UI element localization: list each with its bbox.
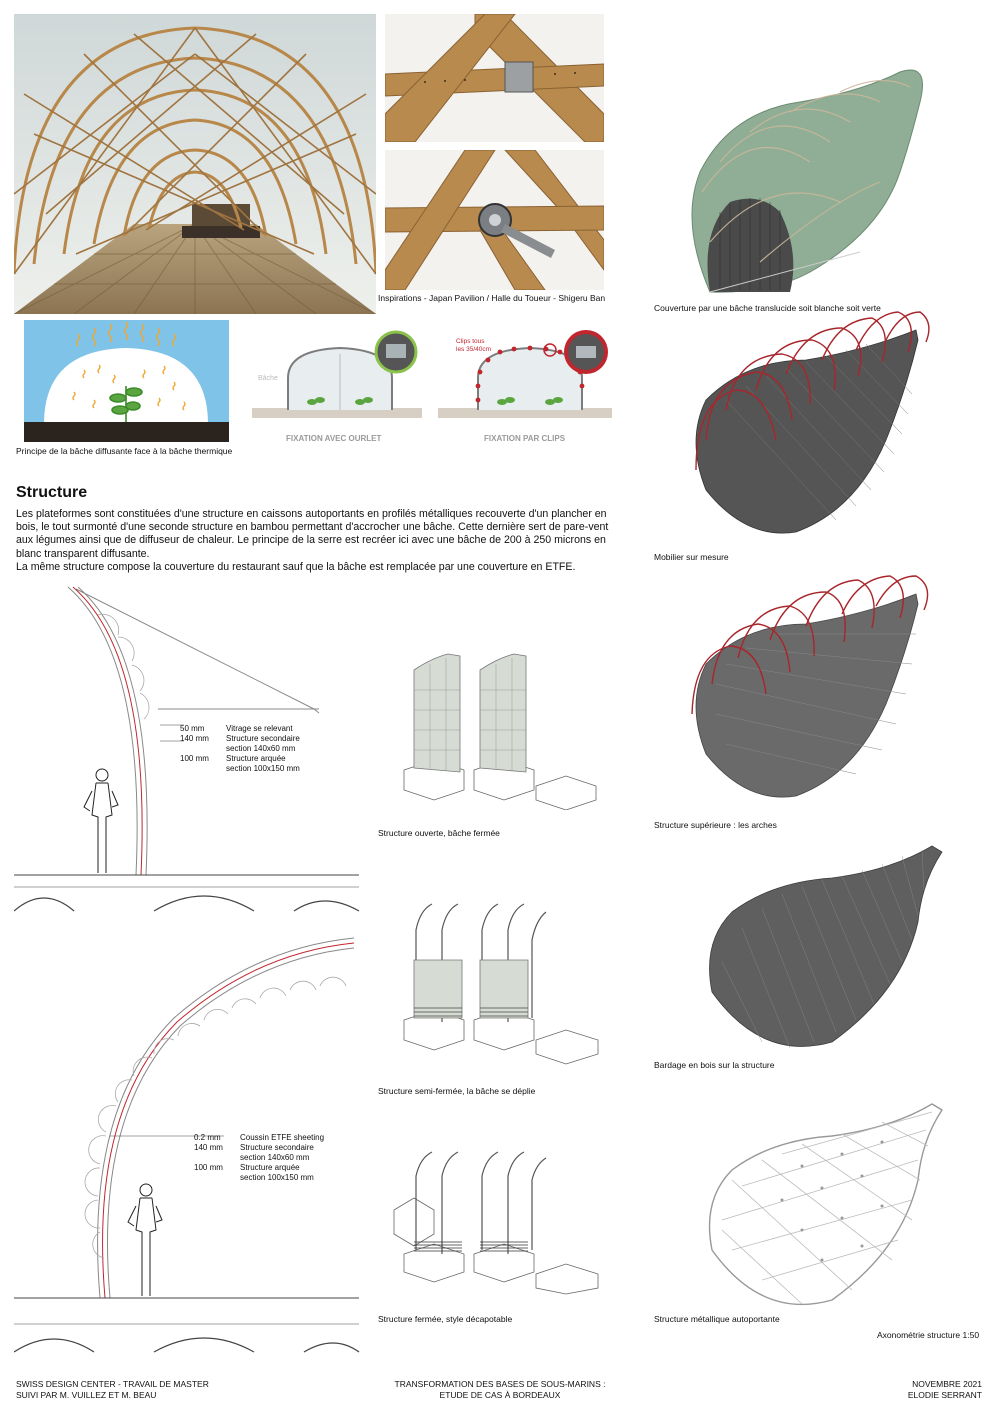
footer-left: SWISS DESIGN CENTER - TRAVAIL DE MASTER … [16, 1379, 209, 1400]
bache-label: Bâche [258, 375, 278, 382]
footer-center: TRANSFORMATION DES BASES DE SOUS-MARINS … [350, 1379, 650, 1400]
spec-row: section 140x60 mm [240, 1153, 310, 1162]
inspiration-photo-joint-2 [385, 150, 604, 290]
diffusion-caption: Principe de la bâche diffusante face à l… [16, 446, 233, 456]
cladding-caption: Bardage en bois sur la structure [654, 1060, 775, 1070]
cover-caption: Couverture par une bâche translucide soi… [654, 303, 881, 313]
axo-cladding-drawing [702, 842, 946, 1052]
fixation-clips-label: FIXATION PAR CLIPS [484, 434, 566, 443]
spec-row: section 140x60 mm [226, 744, 296, 753]
structure-heading: Structure [16, 484, 88, 501]
footer-author: ELODIE SERRANT [907, 1389, 982, 1400]
module-semi-drawing [386, 900, 612, 1065]
steel-caption: Structure métallique autoportante [654, 1314, 780, 1324]
fixation-hem-diagram: Bâche FIXATION AVEC OURLET [248, 320, 426, 446]
section-drawing-restaurant [14, 928, 364, 1353]
closed-caption: Structure fermée, style décapotable [378, 1314, 513, 1324]
footer-project-title: TRANSFORMATION DES BASES DE SOUS-MARINS … [394, 1379, 606, 1389]
semi-caption: Structure semi-fermée, la bâche se dépli… [378, 1086, 536, 1096]
spec-row: section 100x150 mm [240, 1173, 314, 1182]
fixation-hem-label: FIXATION AVEC OURLET [286, 434, 382, 443]
footer-right: NOVEMBRE 2021 ELODIE SERRANT [908, 1379, 982, 1400]
footer-date: NOVEMBRE 2021 [912, 1379, 982, 1389]
structure-paragraph-2: La même structure compose la couverture … [16, 560, 576, 573]
module-closed-drawing [386, 1150, 612, 1295]
structure-description: Les plateformes sont constituées d'une s… [16, 508, 624, 574]
footer-school: SWISS DESIGN CENTER - TRAVAIL DE MASTER [16, 1379, 209, 1389]
scale-caption: Axonométrie structure 1:50 [877, 1330, 980, 1340]
inspirations-caption: Inspirations - Japan Pavilion / Halle du… [378, 293, 606, 303]
axo-cover-drawing [680, 62, 950, 298]
section-drawing-greenhouse [14, 585, 364, 915]
footer-project-subtitle: ETUDE DE CAS À BORDEAUX [439, 1389, 561, 1400]
structure-paragraph-1: Les plateformes sont constituées d'une s… [16, 508, 609, 560]
axo-furniture-drawing [686, 310, 946, 542]
fixation-clips-diagram: Clips tous les 35/40cm FIXATION PAR CLIP… [434, 320, 616, 446]
open-caption: Structure ouverte, bâche fermée [378, 828, 500, 838]
inspiration-photo-joint-1 [385, 14, 604, 142]
spec-row: section 100x150 mm [226, 764, 300, 773]
furniture-caption: Mobilier sur mesure [654, 552, 729, 562]
module-open-drawing [386, 640, 612, 810]
axo-arches-drawing [686, 574, 946, 806]
diffusion-diagram [24, 320, 229, 442]
dome-pavilion-photo [14, 14, 376, 314]
axo-steel-drawing [702, 1100, 946, 1310]
clips-note: Clips tous les 35/40cm [456, 338, 492, 353]
footer-supervisors: SUIVI PAR M. VUILLEZ ET M. BEAU [16, 1389, 157, 1400]
arches-caption: Structure supérieure : les arches [654, 820, 777, 830]
